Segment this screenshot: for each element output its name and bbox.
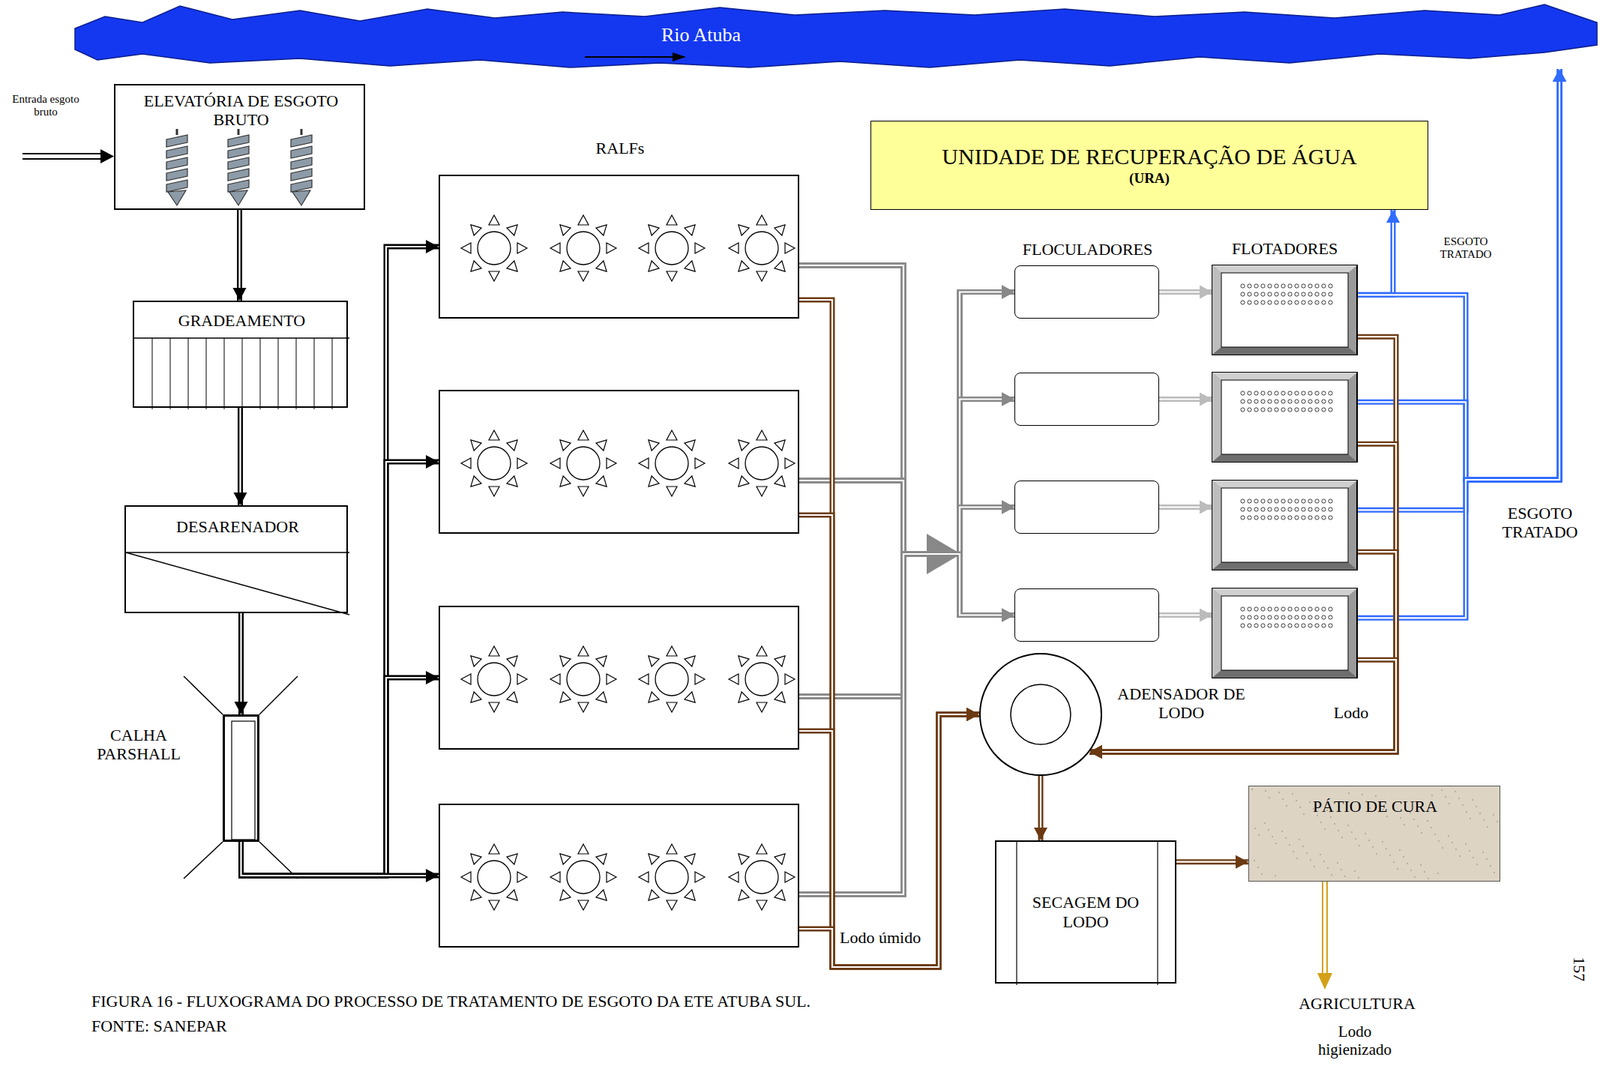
floc-drawing [1015, 373, 1160, 427]
annotation-label: ESGOTO TRATADO [1433, 235, 1499, 262]
river-band: Rio Atuba [74, 0, 1598, 69]
calha-drawing [224, 716, 262, 845]
ralf-drawing [440, 805, 801, 950]
flot-drawing [1212, 265, 1358, 355]
ralf-reactor: RALFs [438, 174, 800, 319]
node-text: RALFs [545, 138, 696, 158]
flow-connector [233, 407, 248, 506]
annotation-label: Lodo úmido [839, 928, 938, 947]
flow-connector [1159, 392, 1213, 407]
agriculture-arrow [1317, 881, 1333, 990]
node-text: CALHA PARSHALL [82, 725, 195, 765]
node-text: PÁTIO DE CURA [1249, 797, 1502, 816]
flow-connector [799, 707, 980, 968]
flow-connector [1176, 855, 1249, 869]
flot-drawing [1212, 480, 1358, 570]
grit-chamber-box: DESARENADOR [124, 505, 348, 614]
floc-drawing [1015, 266, 1160, 320]
flocculator [1014, 588, 1160, 642]
figure-caption: FIGURA 16 - FLUXOGRAMA DO PROCESSO DE TR… [91, 991, 1179, 1011]
node-text: ADENSADOR DE LODO [1115, 684, 1247, 723]
flotation-unit [1212, 480, 1358, 570]
flow-connector [1089, 551, 1397, 759]
annotation-label: FONTE: SANEPAR [91, 1016, 767, 1036]
sludge-drying-box: SECAGEM DO LODO [994, 840, 1177, 984]
ralf-reactor [438, 389, 800, 534]
pump-station-box: ELEVATÓRIA DE ESGOTO BRUTO [113, 83, 366, 210]
river-drawing [74, 0, 1598, 69]
annotation-label: Lodo higienizado [1306, 1022, 1404, 1059]
flow-connector [234, 613, 249, 715]
node-text: SECAGEM DO LODO [1025, 892, 1146, 932]
water-recovery-unit: UNIDADE DE RECUPERAÇÃO DE ÁGUA(URA) [870, 120, 1429, 210]
flow-connector [233, 209, 247, 301]
flotation-unit [1212, 372, 1358, 462]
flow-connector [241, 841, 440, 883]
flocculator [1014, 372, 1160, 426]
node-text: GRADEAMENTO [134, 311, 350, 330]
flot-drawing [1212, 588, 1358, 678]
flow-connector [1089, 659, 1397, 759]
flow-connector [799, 515, 980, 968]
ralf-drawing [440, 391, 801, 536]
ralf-drawing [440, 607, 801, 752]
flocculator [1014, 480, 1160, 534]
flow-connector [799, 707, 980, 968]
node-text: DESARENADOR [125, 517, 350, 537]
annotation-label: ESGOTO TRATADO [1493, 503, 1587, 543]
curing-yard: PÁTIO DE CURA [1248, 785, 1501, 882]
flow-connector [799, 299, 980, 968]
flotation-unit [1212, 588, 1358, 678]
flow-connector [1159, 285, 1213, 300]
node-text: UNIDADE DE RECUPERAÇÃO DE ÁGUA [941, 143, 1357, 171]
flot-drawing [1212, 372, 1358, 462]
ralf-reactor [438, 605, 800, 750]
node-text: (URA) [1129, 170, 1170, 187]
floc-drawing [1015, 589, 1160, 643]
circle-drawing [979, 653, 1103, 777]
ralf-drawing [440, 176, 801, 321]
screen-box: GRADEAMENTO [132, 300, 348, 408]
node-text: ELEVATÓRIA DE ESGOTO BRUTO [122, 91, 360, 130]
flow-connector [1033, 776, 1048, 841]
node-text: Rio Atuba [626, 23, 777, 47]
annotation-label: 157 [1569, 954, 1589, 985]
inlet-arrow [22, 149, 114, 164]
ralf-reactor [438, 803, 800, 948]
flow-connector [1357, 209, 1400, 295]
flotation-unit: FLOTADORES [1212, 265, 1358, 355]
parshall-flume: CALHA PARSHALL [222, 714, 260, 842]
node-text: FLOTADORES [1167, 239, 1403, 258]
flow-connector [1159, 608, 1213, 623]
floc-drawing [1015, 481, 1160, 535]
flow-connector [241, 671, 440, 876]
node-text: FLOCULADORES [970, 239, 1205, 259]
annotation-label: Entrada esgoto bruto [4, 92, 87, 120]
flocculator: FLOCULADORES [1014, 265, 1160, 319]
sludge-thickener: ADENSADOR DE LODO [979, 653, 1103, 777]
flow-connector [1159, 500, 1213, 515]
annotation-label: Lodo [1328, 703, 1374, 723]
annotation-label: AGRICULTURA [1274, 994, 1440, 1013]
